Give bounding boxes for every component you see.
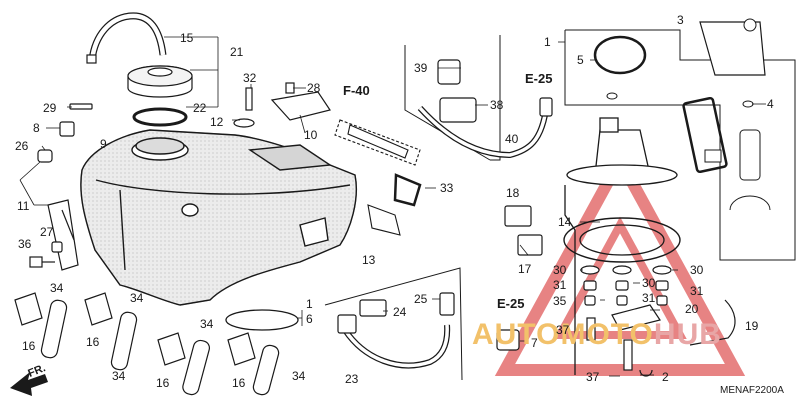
clip-parts	[504, 205, 543, 256]
part-label: 12	[210, 115, 224, 129]
part-label: 40	[505, 132, 519, 146]
part-label: 4	[767, 97, 774, 111]
cap-fittings	[233, 82, 331, 128]
part-label: 8	[33, 121, 40, 135]
part-label: 10	[304, 128, 318, 142]
part-label: 18	[506, 186, 520, 200]
part-label: 6	[306, 312, 313, 326]
ref-e25-top: E-25	[525, 71, 553, 86]
part-label: 35	[553, 294, 567, 308]
part-label: 5	[577, 53, 584, 67]
fuel-pump-group	[564, 18, 796, 261]
small-bolts	[29, 103, 93, 268]
part-label: 34	[112, 369, 126, 383]
part-label: 33	[440, 181, 454, 195]
diagram-code: MENAF2200A	[720, 385, 784, 396]
part-label: 1	[306, 297, 313, 311]
part-label: 23	[345, 372, 359, 386]
watermark-triangle	[494, 147, 746, 376]
part-label: 13	[362, 253, 376, 267]
part-label: 16	[86, 335, 100, 349]
part-label: 22	[193, 101, 207, 115]
part-label: 30	[642, 276, 656, 290]
part-label: 16	[22, 339, 36, 353]
part-label: 37	[586, 370, 600, 384]
part-label: 34	[200, 317, 214, 331]
fuel-tank	[80, 129, 357, 306]
part-label: 16	[232, 376, 246, 390]
ref-e25-bottom: E-25	[497, 296, 525, 311]
part-label: 19	[745, 319, 759, 333]
part-label: 25	[414, 292, 428, 306]
part-label: 36	[18, 237, 32, 251]
part-label: 27	[40, 225, 54, 239]
part-label: 29	[43, 101, 57, 115]
washers-nuts	[580, 265, 736, 377]
tank-pads	[14, 292, 280, 396]
part-label: 38	[490, 98, 504, 112]
part-label: 17	[518, 262, 532, 276]
part-label: 37	[556, 323, 570, 337]
part-label: 34	[292, 369, 306, 383]
part-label: 20	[685, 302, 699, 316]
part-label: 31	[553, 278, 567, 292]
part-label: 16	[156, 376, 170, 390]
watermark-part2: HUB	[653, 318, 722, 351]
part-label: 31	[690, 284, 704, 298]
part-label: 24	[393, 305, 407, 319]
part-label: 32	[243, 71, 257, 85]
part-label: 26	[15, 139, 29, 153]
part-label: 21	[230, 45, 244, 59]
part-label: 1	[544, 35, 551, 49]
fuel-pump-body	[563, 117, 681, 375]
watermark-text: AUTOMOTOHUB	[472, 318, 722, 352]
part-label: 34	[130, 291, 144, 305]
breather-tube	[86, 12, 167, 64]
fuel-hose-upper	[404, 35, 553, 161]
part-label: 15	[180, 31, 194, 45]
part-label: 30	[553, 263, 567, 277]
part-label: 34	[50, 281, 64, 295]
part-label: 28	[307, 81, 321, 95]
part-label: 30	[690, 263, 704, 277]
part-label: 39	[414, 61, 428, 75]
part-label: 31	[642, 291, 656, 305]
f40-group	[334, 119, 422, 236]
tank-gasket-ring	[225, 309, 299, 331]
fuel-hose-lower	[324, 267, 520, 381]
part-label: 11	[17, 199, 30, 213]
ref-f40: F-40	[343, 83, 370, 98]
part-label: 2	[662, 370, 669, 384]
fuel-cap	[127, 65, 193, 127]
front-arrow	[10, 372, 48, 396]
watermark-part1: AUTOMOTO	[472, 318, 654, 351]
part-label: 9	[100, 137, 107, 151]
part-label: 7	[531, 336, 538, 350]
part-label: 14	[558, 215, 572, 229]
leader-lines	[19, 36, 766, 377]
part-label: 3	[677, 13, 684, 27]
